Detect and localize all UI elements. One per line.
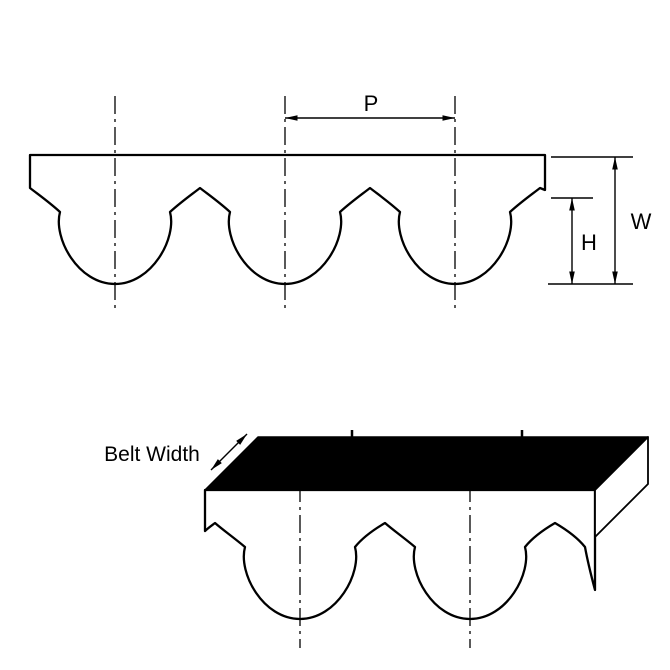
belt-end-face <box>594 436 649 538</box>
belt-width-arrow <box>210 433 248 471</box>
pitch-dimension: P <box>285 91 455 121</box>
belt-width-label: Belt Width <box>104 443 200 466</box>
tooth-height-dimension: H <box>551 197 597 284</box>
belt-top-face <box>204 436 649 491</box>
belt-profile-outline <box>28 153 547 286</box>
belt-height-dimension: W <box>548 156 652 285</box>
pitch-label: P <box>364 91 379 116</box>
tooth-height-label: H <box>581 230 597 255</box>
belt-height-label: W <box>631 209 652 234</box>
belt-width-annotation: Belt Width <box>104 433 248 471</box>
belt-isometric-view: Belt Width <box>104 430 649 648</box>
belt-front-profile <box>203 488 597 621</box>
belt-side-view: P W H <box>28 91 652 312</box>
